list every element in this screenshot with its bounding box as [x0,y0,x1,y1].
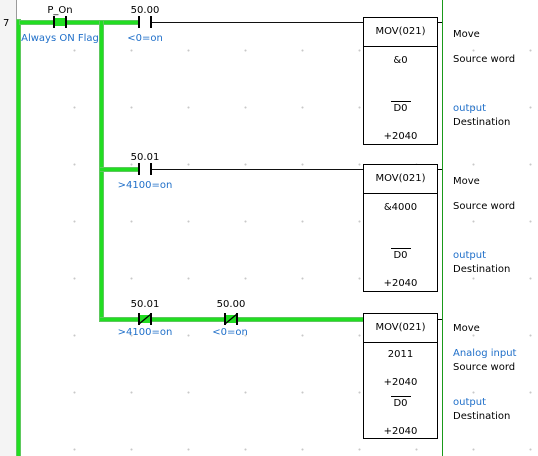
block3-desc: Move [453,323,480,334]
block3-source: 2011 [387,349,414,360]
block3-source-value: +2040 [383,377,418,388]
contact-pon[interactable] [53,16,67,28]
block3-source-label: Source word [453,362,516,373]
contact-c1-comment: <0=on [127,33,163,44]
contact-pon-address: P_On [47,5,73,16]
block2-dest-value: +2040 [383,278,418,289]
contact-c1[interactable] [138,16,152,28]
block2-output-wire [438,169,442,170]
block3-dest-label: Destination [453,411,511,422]
wire-c3-to-c4 [152,318,224,321]
right-power-rail [442,0,443,456]
contact-c1-address: 50.00 [130,5,160,16]
block3-dest-overline [391,396,411,397]
block2-dest-comment: output [453,250,486,261]
block1-source: &0 [393,55,408,66]
contact-c4-comment: <0=on [212,327,248,338]
wire-branch-to-c2 [100,168,138,171]
rung-number-gutter [0,0,17,456]
block1-dest: D0 [393,103,408,114]
contact-c2[interactable] [138,163,152,175]
block2-source: &4000 [383,202,418,213]
wire-c2-to-block2 [152,169,363,170]
wire-branch-vertical [100,21,103,321]
block3-dest-comment: output [453,397,486,408]
block3-dest-value: +2040 [383,426,418,437]
block1-desc: Move [453,29,480,40]
wire-branch-to-c3 [100,318,138,321]
left-power-rail [17,20,20,456]
block3-dest: D0 [393,398,408,409]
block2-instruction: MOV(021) [364,165,437,194]
contact-c4-address: 50.00 [216,299,246,310]
contact-c3[interactable] [138,313,152,325]
block1-dest-label: Destination [453,117,511,128]
rung-number: 7 [3,18,10,29]
mov-block-1[interactable]: MOV(021) &0 D0 +2040 [363,17,438,145]
block2-dest: D0 [393,250,408,261]
contact-c3-comment: >4100=on [117,327,173,338]
mov-block-2[interactable]: MOV(021) &4000 D0 +2040 [363,164,438,292]
contact-c2-comment: >4100=on [117,180,173,191]
block1-dest-value: +2040 [383,131,418,142]
block1-dest-overline [391,101,411,102]
mov-block-3[interactable]: MOV(021) 2011 +2040 D0 +2040 [363,313,438,439]
wire-rail-to-pon [20,21,53,24]
contact-c3-address: 50.01 [130,299,160,310]
block3-instruction: MOV(021) [364,314,437,343]
contact-c2-address: 50.01 [130,152,160,163]
wire-c1-to-block1 [152,22,363,23]
block2-dest-overline [391,248,411,249]
block2-dest-label: Destination [453,264,511,275]
contact-c4[interactable] [224,313,238,325]
block1-instruction: MOV(021) [364,18,437,47]
block1-source-label: Source word [453,54,516,65]
block2-source-label: Source word [453,201,516,212]
wire-c4-to-block3 [238,318,363,321]
block1-output-wire [438,22,442,23]
block1-dest-comment: output [453,103,486,114]
block3-source-comment: Analog input [453,348,517,359]
block2-desc: Move [453,176,480,187]
block3-output-wire [438,319,442,320]
contact-pon-comment: Always ON Flag [21,33,99,44]
